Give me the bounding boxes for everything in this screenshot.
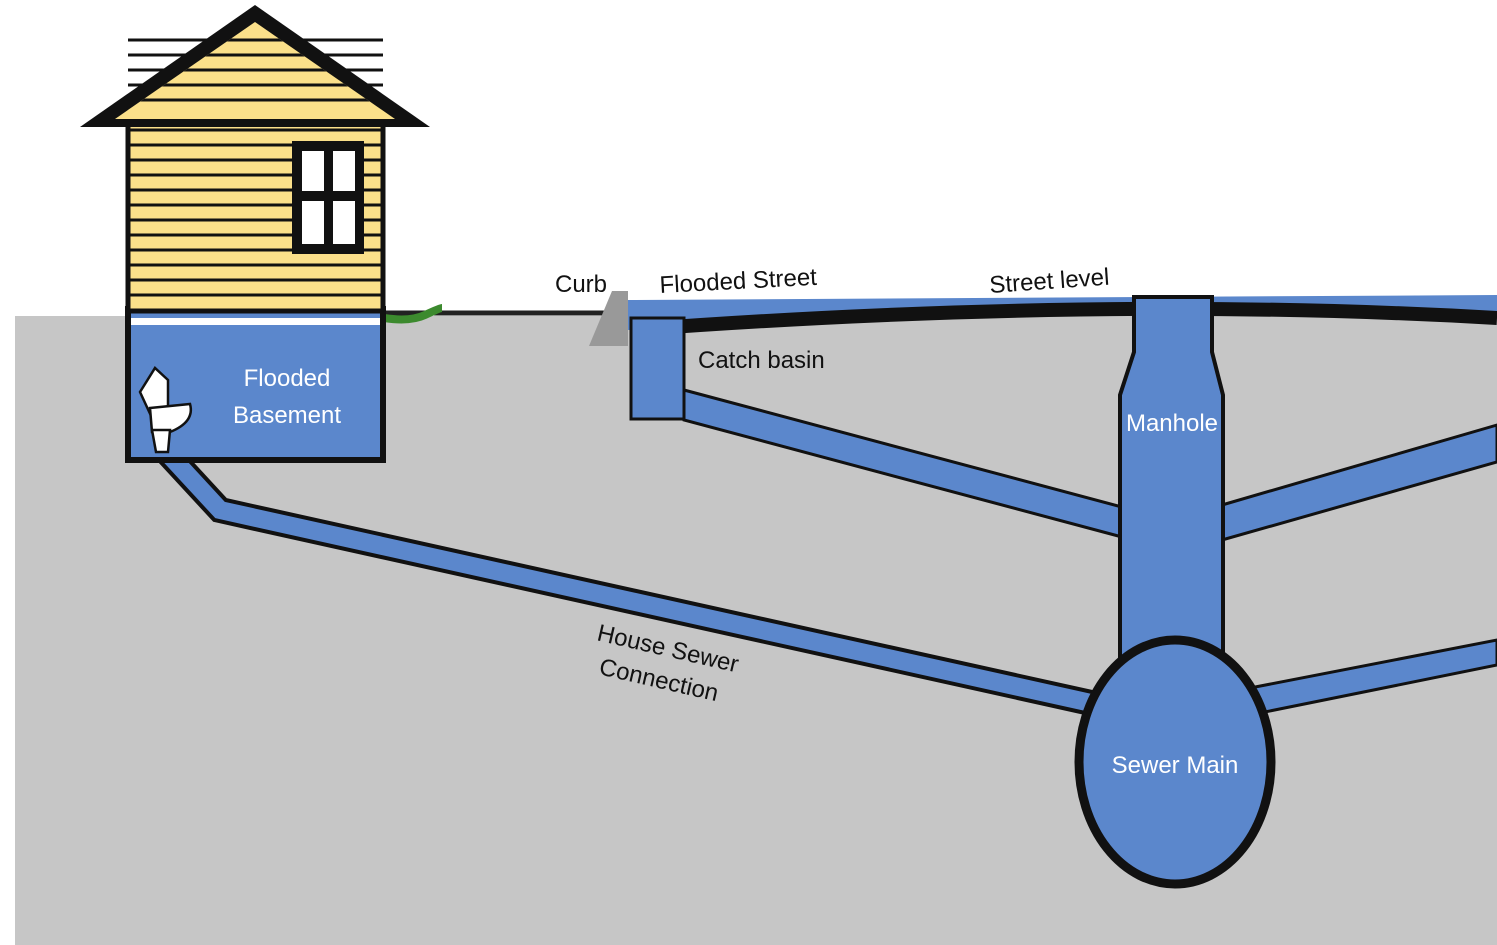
basement-air-gap	[131, 318, 380, 325]
street-surface	[629, 301, 1497, 337]
catch-basin-label: Catch basin	[698, 347, 825, 374]
sewer-main	[1074, 635, 1276, 889]
sewer-main-label: Sewer Main	[1112, 752, 1239, 779]
street-level-label: Street level	[989, 264, 1111, 299]
grass-strip	[383, 304, 443, 324]
curb-label: Curb	[555, 271, 607, 298]
manhole	[1118, 295, 1225, 682]
house-window	[292, 141, 364, 254]
house-sewer-pipe-water	[153, 438, 1102, 714]
flooded-basement-label-line2: Basement	[233, 402, 341, 429]
catch-basin	[629, 316, 686, 421]
flooded-street-label: Flooded Street	[659, 264, 818, 299]
curb	[589, 291, 628, 346]
manhole-label: Manhole	[1126, 410, 1218, 437]
toilet-icon	[138, 366, 193, 454]
flooded-basement-label-line1: Flooded	[244, 365, 331, 392]
